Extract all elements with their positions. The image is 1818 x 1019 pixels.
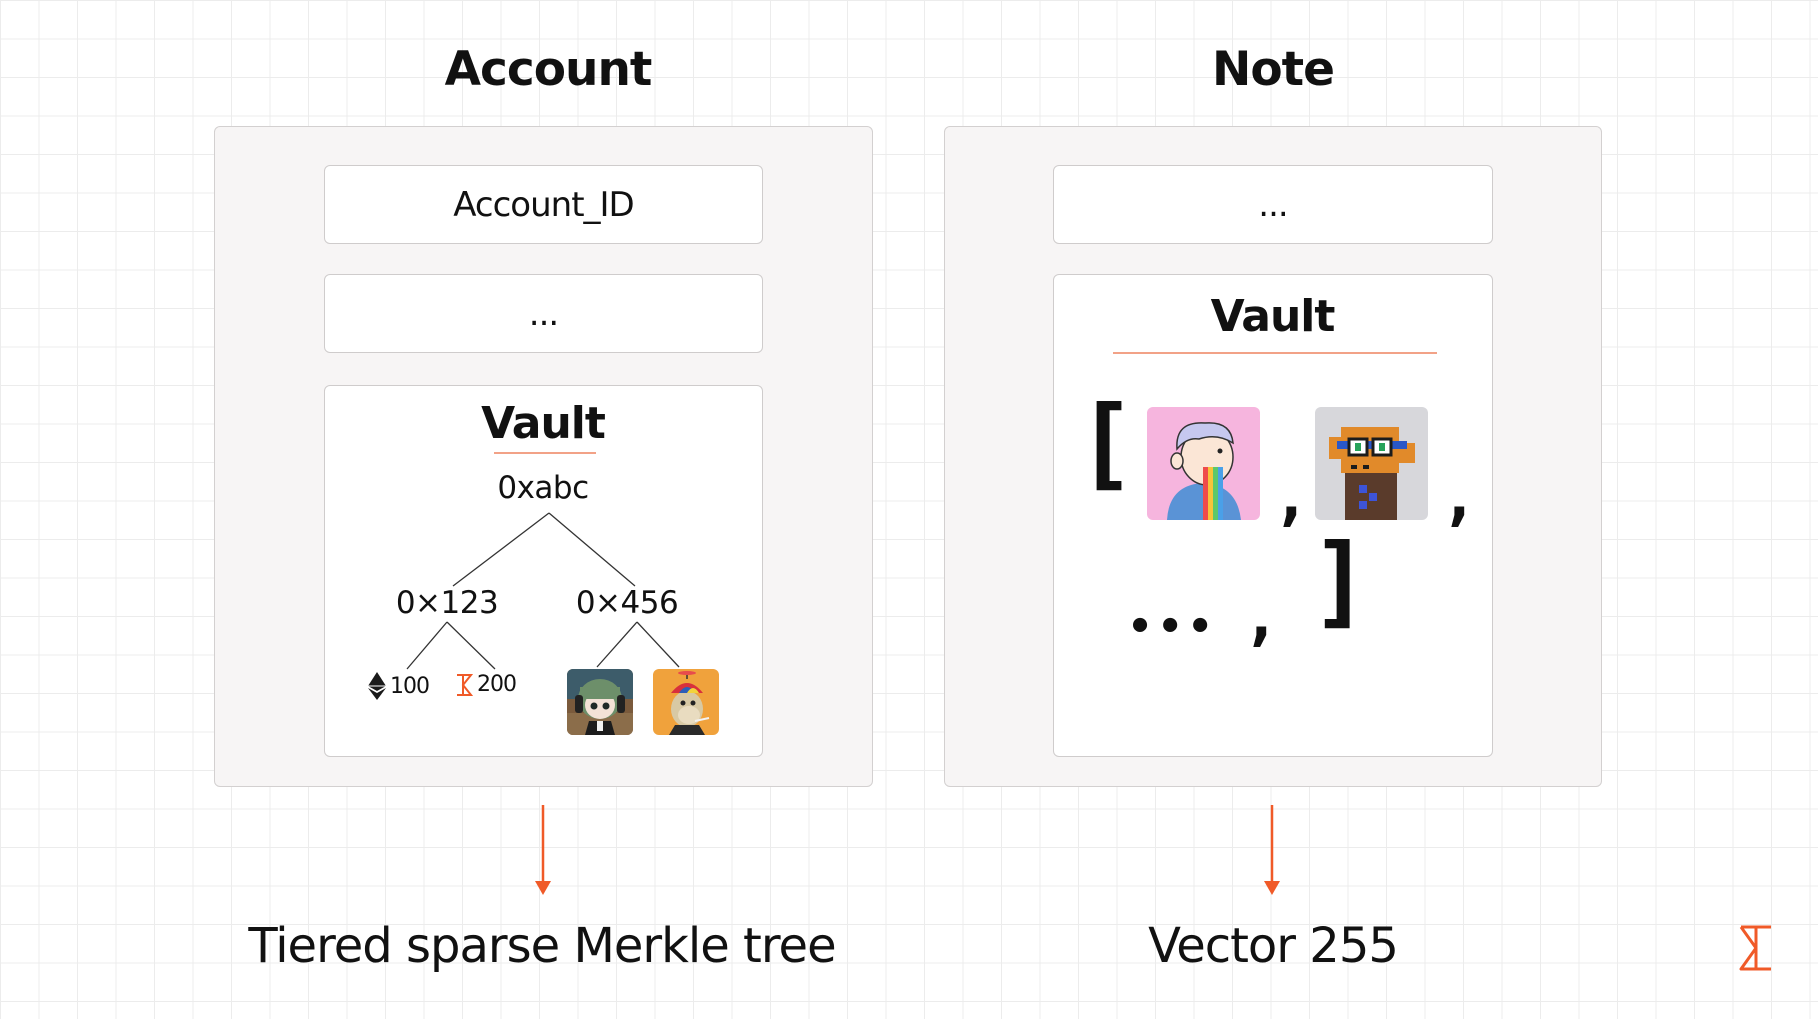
merkle-tree-edges xyxy=(406,512,680,670)
merkle-left-node: 0×123 xyxy=(395,585,499,621)
account-caption: Tiered sparse Merkle tree xyxy=(248,918,836,974)
note-ellipsis: ••• xyxy=(1128,604,1219,650)
note-comma-1: , xyxy=(1272,460,1311,534)
account-vault-title: Vault xyxy=(481,398,606,449)
note-down-arrow-icon xyxy=(1264,805,1280,895)
eth-amount: 100 xyxy=(390,673,430,699)
bored-ape-nft xyxy=(653,669,719,735)
note-vault-underline xyxy=(1113,352,1437,354)
miden-balance: 200 xyxy=(455,672,517,697)
note-comma-2: , xyxy=(1440,460,1479,534)
account-more-field: ... xyxy=(324,274,763,353)
polygon-miden-icon xyxy=(457,673,473,696)
note-heading: Note xyxy=(1212,42,1335,97)
account-heading: Account xyxy=(444,42,653,97)
account-vault-box: Vault 0xabc 0×123 0×456 100 200 xyxy=(324,385,763,757)
open-bracket: [ xyxy=(1076,384,1136,501)
account-vault-underline xyxy=(494,452,596,454)
note-more-label: ... xyxy=(1258,184,1288,225)
account-more-label: ... xyxy=(528,293,559,334)
sigma-logo-icon xyxy=(1739,925,1771,971)
rainbow-vomit-nft xyxy=(1147,407,1260,520)
pixel-dog-nft xyxy=(1315,407,1428,520)
note-more-field: ... xyxy=(1053,165,1493,244)
eth-balance: 100 xyxy=(368,672,430,700)
account-id-field: Account_ID xyxy=(324,165,763,244)
merkle-right-node: 0×456 xyxy=(575,585,679,621)
note-vault-title: Vault xyxy=(1210,291,1336,342)
miden-amount: 200 xyxy=(477,672,517,697)
merkle-root-node: 0xabc xyxy=(497,470,589,506)
account-down-arrow-icon xyxy=(535,805,551,895)
note-vault-box: Vault [ , xyxy=(1053,274,1493,757)
note-comma-3: , xyxy=(1242,580,1281,654)
note-caption: Vector 255 xyxy=(1148,918,1399,974)
account-id-label: Account_ID xyxy=(453,184,634,225)
close-bracket: ] xyxy=(1310,522,1370,639)
anime-girl-nft xyxy=(567,669,633,735)
ethereum-icon xyxy=(368,672,386,700)
